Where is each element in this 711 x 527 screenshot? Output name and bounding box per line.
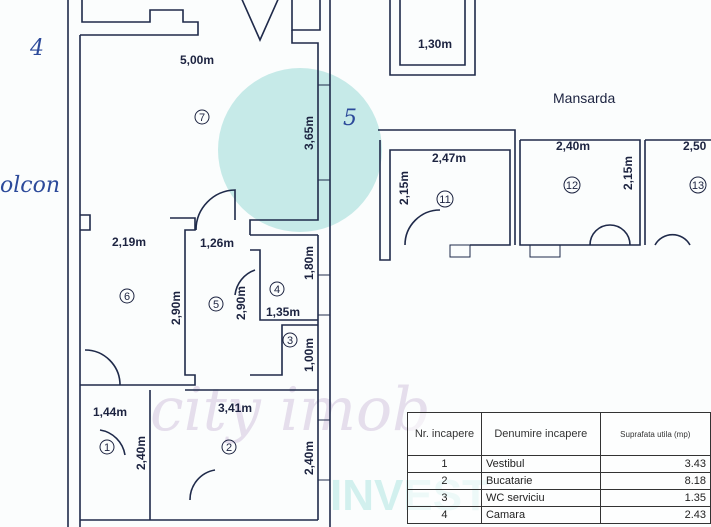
room-number: 1 — [104, 442, 110, 454]
room-number: 3 — [287, 335, 293, 347]
cell-area: 2.43 — [599, 506, 711, 524]
dim-top-room: 1,30m — [418, 37, 452, 51]
dim-room4-height: 1,80m — [302, 246, 316, 280]
table-row: 4 Camara 2.43 — [407, 506, 711, 524]
table-row: 3 WC serviciu 1.35 — [407, 489, 711, 507]
header-nr: Nr. incapere — [407, 412, 482, 456]
dim-room5-height: 2,90m — [234, 286, 248, 320]
room-number: 12 — [566, 180, 578, 192]
header-area: Suprafata utila (mp) — [599, 412, 711, 456]
cell-name: Camara — [480, 506, 601, 524]
dim-room3-height: 1,00m — [302, 338, 316, 372]
cell-name: Bucatarie — [480, 472, 601, 490]
room-area-table: Nr. incapere Denumire incapere Suprafata… — [407, 412, 711, 524]
dim-room7-width: 5,00m — [180, 53, 214, 67]
handwritten-note: olcon — [0, 173, 60, 198]
cell-nr: 2 — [407, 472, 482, 490]
dim-room11-width: 2,47m — [432, 151, 466, 165]
cell-name: WC serviciu — [480, 489, 601, 507]
cell-nr: 1 — [407, 455, 482, 473]
cell-area: 8.18 — [599, 472, 711, 490]
cell-area: 3.43 — [599, 455, 711, 473]
room-markers: 7 6 5 4 3 1 2 11 12 13 — [99, 109, 707, 455]
walls — [67, 0, 711, 527]
room-number: 5 — [213, 299, 219, 311]
dim-room1-height: 2,40m — [134, 436, 148, 470]
table-row: 1 Vestibul 3.43 — [407, 455, 711, 473]
dim-room6-height: 2,90m — [169, 291, 183, 325]
watermark-logo: city imob INVEST — [150, 68, 489, 520]
dim-room1-width: 1,44m — [93, 405, 127, 419]
dim-room5-width: 1,26m — [200, 236, 234, 250]
dim-room2-width: 3,41m — [218, 401, 252, 415]
room-number: 4 — [274, 284, 280, 296]
room-number: 2 — [226, 442, 232, 454]
dim-room7-height: 3,65m — [302, 116, 316, 150]
dim-room13-width: 2,50 — [683, 139, 707, 153]
handwritten-note: 4 — [29, 36, 44, 61]
svg-text:city imob: city imob — [150, 375, 431, 445]
dim-room12-width: 2,40m — [556, 139, 590, 153]
table-row: 2 Bucatarie 8.18 — [407, 472, 711, 490]
dim-room6-width: 2,19m — [112, 235, 146, 249]
dim-room11-height: 2,15m — [397, 171, 411, 205]
dim-room12-height: 2,15m — [621, 156, 635, 190]
room-number: 13 — [692, 180, 704, 192]
room-number: 6 — [124, 291, 130, 303]
dim-room4-width: 1,35m — [266, 305, 300, 319]
cell-area: 1.35 — [599, 489, 711, 507]
dim-room2-height: 2,40m — [302, 441, 316, 475]
cell-nr: 4 — [407, 506, 482, 524]
mansarda-label: Mansarda — [553, 90, 615, 106]
handwritten-note: 5 — [343, 106, 357, 131]
cell-nr: 3 — [407, 489, 482, 507]
header-name: Denumire incapere — [480, 412, 601, 456]
cell-name: Vestibul — [480, 455, 601, 473]
room-number: 7 — [199, 112, 205, 124]
room-number: 11 — [439, 194, 450, 206]
